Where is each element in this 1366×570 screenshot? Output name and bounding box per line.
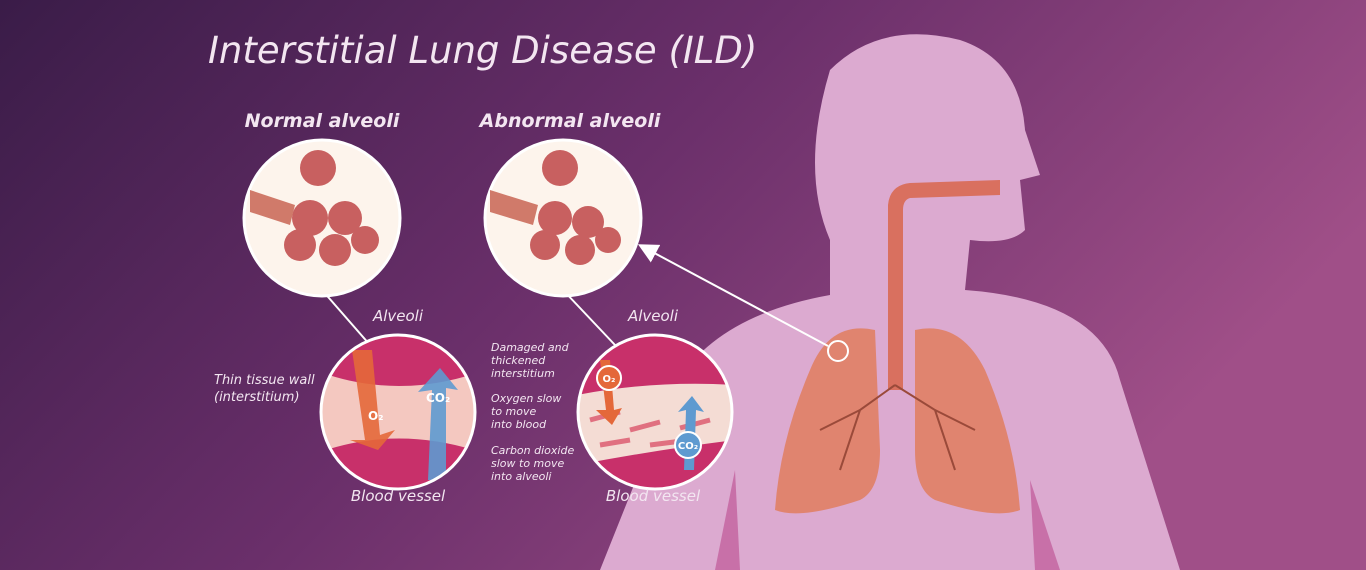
connector-line [321,289,371,346]
abnormal-vessel-circle [576,333,734,491]
o2-label: O₂ [368,409,383,423]
alveoli-label: Alveoli [627,307,679,325]
note-line: into alveoli [491,470,551,483]
abnormal-notes: Damaged and thickened interstitium Oxyge… [491,341,574,483]
note-line: interstitium [491,367,555,380]
lungs [775,328,1020,514]
blood-vessel-label: Blood vessel [351,487,446,505]
note-line: Oxygen slow [491,392,561,405]
connector-line [562,289,616,346]
note-line: Damaged and [491,341,570,354]
note-line: to move [491,405,536,418]
lung-highlight-circle [827,340,849,362]
page-title: Interstitial Lung Disease (ILD) [208,29,757,72]
co2-label: CO₂ [426,391,450,405]
alveoli-label: Alveoli [372,307,424,325]
zoom-arrow [637,244,829,347]
abnormal-heading: Abnormal alveoli [478,110,661,132]
note-line: thickened [491,354,546,367]
abnormal-alveoli-circle [483,138,643,298]
note-line: into blood [491,418,547,431]
normal-heading: Normal alveoli [245,110,400,132]
o2-label: O₂ [603,374,616,385]
trachea [888,180,1000,390]
blood-vessel-label: Blood vessel [606,487,701,505]
wall-label: Thin tissue wall [214,373,315,388]
normal-alveoli-circle [242,138,402,298]
note-line: Carbon dioxide [491,444,574,457]
co2-label: CO₂ [678,441,698,452]
normal-vessel-circle [319,333,477,491]
note-line: slow to move [491,457,565,470]
wall-label: (interstitium) [214,390,300,405]
